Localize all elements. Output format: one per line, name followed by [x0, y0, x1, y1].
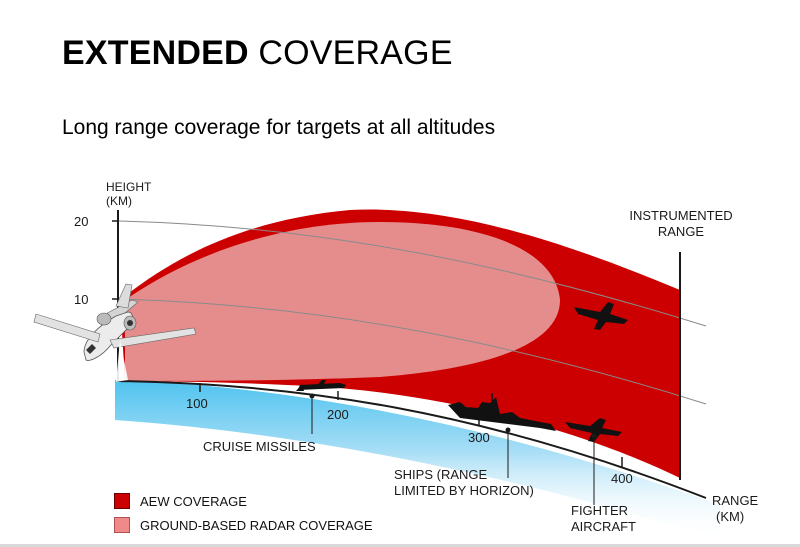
instrumented-range-label-line2: RANGE: [658, 224, 705, 239]
ships-label-line2: LIMITED BY HORIZON): [394, 483, 534, 498]
cruise-missile-dot: [309, 393, 315, 399]
fighter-label-line2: AIRCRAFT: [571, 519, 636, 534]
altitude-line-10km: [117, 298, 707, 405]
cruise-missiles-label: CRUISE MISSILES: [203, 439, 316, 454]
title-bold: EXTENDED: [62, 34, 249, 72]
range-tick-label-400: 400: [611, 471, 633, 486]
legend-label-aew: AEW COVERAGE: [140, 493, 247, 509]
fighter-dot: [591, 433, 597, 439]
fighter-aircraft-icon: [565, 418, 622, 442]
range-axis-label-line1: RANGE: [712, 493, 759, 508]
height-axis-label-line2: (KM): [106, 194, 132, 208]
height-tick-label-20: 20: [74, 214, 88, 229]
ground-line: [117, 380, 707, 499]
cruise-missile-icon: [296, 380, 346, 391]
ship-dot: [505, 427, 511, 433]
range-tick-label-300: 300: [468, 430, 490, 445]
legend-swatch-ground-radar: [114, 517, 130, 533]
instrumented-range-label-line1: INSTRUMENTED: [629, 208, 732, 223]
legend-item-aew: AEW COVERAGE: [114, 492, 247, 510]
ship-icon: [448, 393, 556, 431]
page-title: EXTENDED COVERAGE: [62, 34, 453, 73]
range-tick-label-100: 100: [186, 396, 208, 411]
aew-aircraft-icon: [33, 283, 197, 382]
subtitle: Long range coverage for targets at all a…: [62, 116, 496, 139]
ground-radar-coverage-area: [125, 222, 560, 381]
legend-item-ground-radar: GROUND-BASED RADAR COVERAGE: [114, 516, 373, 534]
bottom-border: [0, 544, 800, 547]
height-tick-label-10: 10: [74, 292, 88, 307]
legend-swatch-aew: [114, 493, 130, 509]
legend-label-ground-radar: GROUND-BASED RADAR COVERAGE: [140, 517, 373, 533]
height-axis-label-line1: HEIGHT: [106, 180, 152, 194]
range-tick-label-200: 200: [327, 407, 349, 422]
earth-surface: [115, 380, 720, 540]
fighter-label-line1: FIGHTER: [571, 503, 628, 518]
fighter-jet-icon: [574, 302, 628, 330]
altitude-line-20km: [117, 220, 707, 327]
title-rest: COVERAGE: [248, 34, 453, 72]
range-axis-label-line2: (KM): [716, 509, 744, 524]
ships-label-line1: SHIPS (RANGE: [394, 467, 488, 482]
